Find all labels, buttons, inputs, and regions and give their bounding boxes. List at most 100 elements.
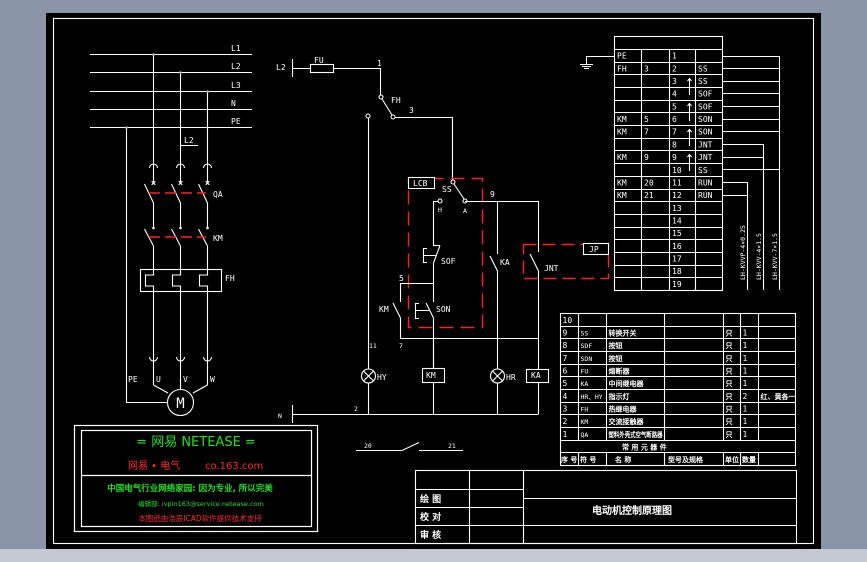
component-row: 10 — [563, 316, 573, 325]
terminal-number: 10 — [672, 166, 682, 175]
component-qty: 1 — [743, 367, 748, 376]
breaker-fixed-contact — [178, 180, 183, 186]
component-qty: 2 — [743, 392, 748, 401]
plug-contact-lower — [148, 356, 159, 362]
terminal-wire-number: 5 — [644, 115, 649, 124]
son-contact-blade — [425, 302, 434, 319]
terminal-device: FH — [617, 64, 627, 73]
terminal-number: 5 — [672, 102, 677, 111]
contactor-fixed-contact — [179, 226, 182, 230]
stamp-inner-border — [80, 429, 313, 528]
component-symbol: SS — [581, 330, 589, 338]
power-circuit: L1 L2 L3 N PE L2 — [90, 44, 252, 417]
terminal-number: 16 — [672, 242, 682, 251]
ss-label: SS — [442, 185, 452, 194]
cable-2-spec: LH-KVV-4×1.5 — [755, 233, 763, 280]
component-no: 3 — [563, 405, 568, 414]
cable-2-wires — [722, 143, 765, 290]
terminal-number: 15 — [672, 229, 682, 238]
stamp-support: 本图纸由浩辰ICAD软件提供技术支持 — [138, 513, 262, 523]
component-qty: 1 — [743, 379, 748, 388]
node-1-label: 1 — [377, 59, 382, 68]
stamp-sub-right: co.163.com — [205, 461, 263, 472]
contactor-fixed-contact — [152, 226, 155, 230]
terminal-target: JNT — [698, 140, 713, 149]
control-wire — [432, 200, 438, 245]
component-no: 1 — [563, 430, 568, 439]
jumper-arrow-icon — [687, 153, 692, 171]
ka-contact-label: KA — [500, 258, 510, 267]
ka-coil-label: KA — [531, 371, 541, 380]
thermal-element — [198, 269, 209, 291]
stamp-slogan: 中国电气行业网络家园: 因为专业, 所以完美 — [107, 483, 273, 494]
ss-position-h: H — [438, 206, 442, 214]
terminal-row: 14 — [672, 217, 682, 226]
jnt-boundary — [522, 243, 610, 280]
ka-coil — [525, 368, 550, 384]
terminal-target: SOF — [698, 102, 713, 111]
terminal-row: 5 SOF — [672, 102, 713, 111]
ss-position-a: A — [463, 207, 467, 215]
component-symbol: QA — [581, 431, 589, 439]
thermal-relay-box — [139, 268, 223, 293]
terminal-label-w: W — [210, 375, 215, 384]
fuse-label: FU — [314, 56, 324, 65]
terminal-label-u: U — [156, 375, 161, 384]
run-signal-contact — [401, 442, 420, 451]
son-label: SON — [436, 305, 451, 314]
terminal-ground — [580, 55, 614, 70]
terminal-number: 3 — [672, 77, 677, 86]
node-3-label: 3 — [409, 106, 414, 115]
jumper-arrow-icon — [687, 102, 692, 121]
node-9-label: 9 — [490, 190, 495, 199]
supply-buses: L1 L2 L3 N PE — [90, 44, 252, 129]
contactor-label: KM — [213, 234, 223, 243]
cable-1-wires — [722, 55, 781, 290]
neutral-label: N — [278, 412, 282, 420]
supply-label: L2 — [276, 63, 286, 72]
ss-terminal-h — [437, 198, 443, 204]
component-symbol: HR、HY — [581, 393, 603, 401]
viewport-bottom-strip — [0, 549, 867, 562]
bus-label-pe: PE — [231, 117, 241, 126]
component-unit: 只 — [726, 330, 733, 338]
sof-contact-blade — [432, 245, 441, 264]
component-name: 中间继电器 — [609, 379, 645, 388]
component-symbol: KA — [581, 380, 589, 388]
component-header-cell: 数量 — [742, 455, 756, 464]
terminal-number: 18 — [672, 267, 682, 276]
jumper-arrow-icon — [687, 128, 692, 146]
control-circuit: L2 FU 1 FH 3 LCB SS H A SOF 5 — [276, 56, 610, 452]
component-header-cell: 符 号 — [580, 455, 596, 464]
terminal-row: 18 — [672, 267, 682, 276]
terminal-target: JNT — [698, 153, 713, 162]
terminal-device: KM — [617, 178, 627, 187]
title-block-grid — [415, 470, 796, 543]
ss-pivot — [450, 179, 456, 185]
jp-tag-box — [582, 242, 610, 256]
component-symbol: KM — [581, 418, 589, 426]
netease-stamp: = 网易 NETEASE = 网易 • 电气 co.163.com 中国电气行业… — [73, 424, 319, 533]
stamp-editor: 编辑部: ivpin163@service.netease.com — [138, 499, 264, 508]
terminal-device: KM — [617, 115, 627, 124]
thermal-relay-label: FH — [225, 274, 235, 283]
component-unit: 只 — [726, 431, 733, 439]
node-7-label: 7 — [399, 342, 403, 350]
junction-dot — [206, 90, 209, 93]
motor-symbol — [166, 388, 195, 417]
component-name: 按钮 — [609, 354, 623, 363]
component-unit: 只 — [726, 380, 733, 388]
terminal-number: 17 — [672, 255, 682, 264]
motor-lead-w — [192, 384, 208, 394]
